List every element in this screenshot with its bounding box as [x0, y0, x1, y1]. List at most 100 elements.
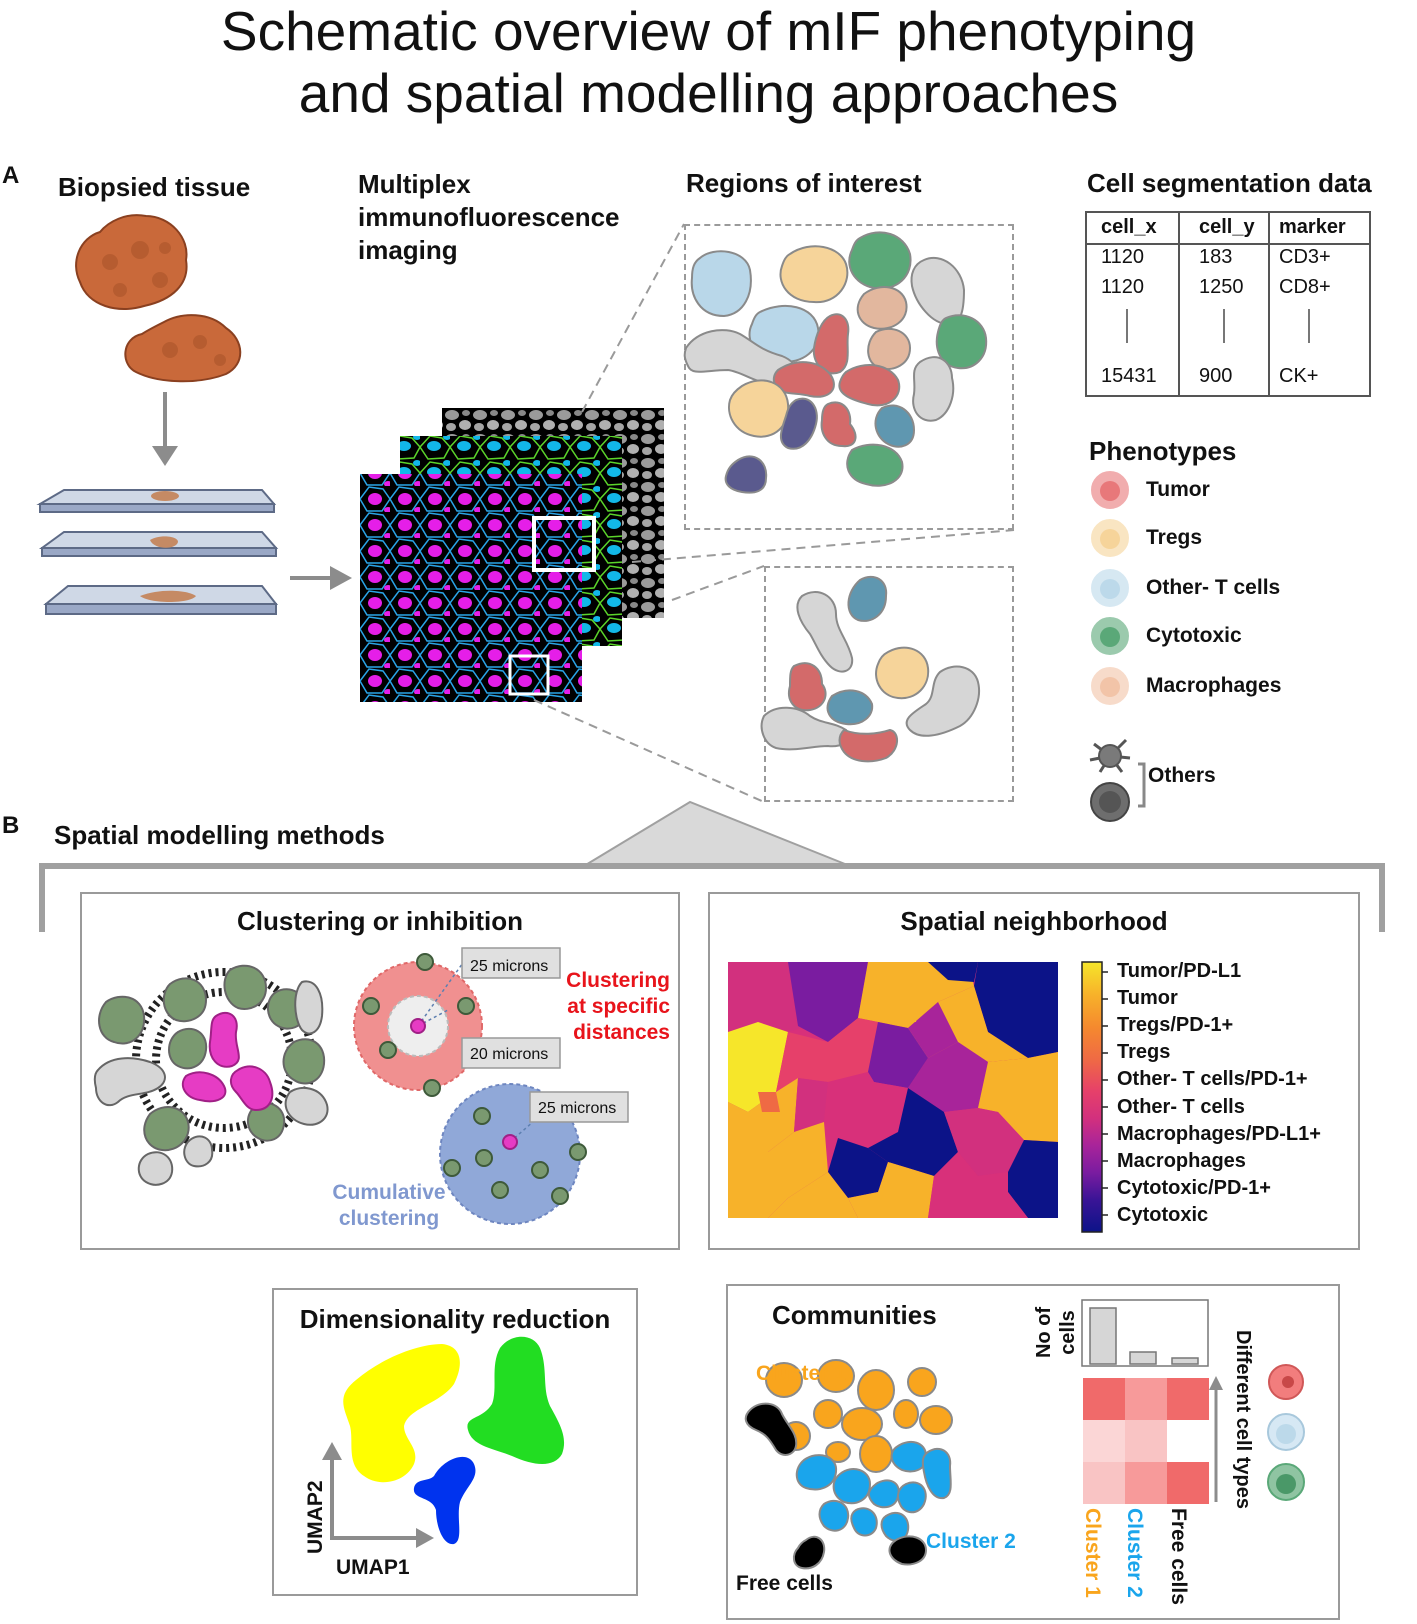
cluster-1-cells [765, 1359, 953, 1473]
biopsy-tissue-icon [75, 214, 242, 383]
mif-line-1: Multiplex [358, 169, 471, 199]
t-cell-icon [1267, 1413, 1305, 1451]
specific-line-2: at specific [567, 995, 670, 1018]
table-cell: CD3+ [1279, 246, 1331, 268]
phenotypes-title: Phenotypes [1089, 436, 1237, 466]
down-arrow-icon [152, 392, 178, 466]
clustering-illustration [93, 947, 629, 1225]
cytotoxic-cell-icon [1267, 1463, 1305, 1501]
phenotype-label: Tumor [1146, 478, 1210, 501]
micron-callouts [461, 947, 629, 1123]
glass-slides-icon [36, 489, 279, 615]
tumor-cell-icon [1268, 1364, 1304, 1400]
roi-2-cells [760, 575, 980, 763]
cumulative-line-2: clustering [338, 1207, 440, 1230]
neighborhood-map [728, 962, 1058, 1218]
mif-image-stack [360, 408, 664, 702]
colorbar-label: Tumor/PD-L1 [1117, 960, 1242, 982]
table-cell: 900 [1199, 365, 1233, 387]
specific-line-1: Clustering [566, 969, 670, 992]
cell-seg-label: Cell segmentation data [1087, 168, 1372, 198]
phenotype-cell-icon [1091, 617, 1129, 655]
panel-b-letter: B [2, 812, 20, 839]
colorbar-label: Macrophages [1117, 1149, 1246, 1172]
umap-axes-icon [322, 1442, 434, 1548]
title-line-1: Schematic overview of mIF phenotyping [220, 0, 1197, 62]
table-cell: 15431 [1101, 365, 1157, 387]
no-of-line: No of [1033, 1306, 1055, 1358]
phenotype-cell-icon [1091, 667, 1129, 705]
table-cell: 183 [1199, 246, 1233, 268]
colorbar-label: Tumor [1117, 987, 1178, 1010]
phenotype-legend-item: Other- T cells [1090, 568, 1280, 608]
phenotype-legend-item: Tregs [1090, 518, 1202, 558]
phenotype-cell-icon [1091, 519, 1129, 557]
cell-segmentation-table: cell_x cell_y marker 1120 183 CD3+ 1120 … [1085, 211, 1371, 397]
cumulative-label: Cumulative clustering [330, 1180, 448, 1232]
biopsied-tissue-label: Biopsied tissue [58, 172, 251, 202]
colorbar-label: Tregs [1117, 1041, 1171, 1064]
generic-cell-icon [1090, 782, 1130, 822]
cumulative-line-1: Cumulative [332, 1181, 446, 1204]
cell-type-icons [1267, 1364, 1305, 1501]
micron-label-25a: 25 microns [470, 958, 549, 975]
right-arrow-icon [290, 566, 352, 590]
table-ellipsis-line [1223, 309, 1225, 343]
heatmap-col-free-cells: Free cells [1167, 1508, 1190, 1605]
table-header-rule [1087, 243, 1369, 245]
colorbar-label: Macrophages/PD-L1+ [1117, 1122, 1321, 1145]
bar-cluster-2 [1129, 1351, 1157, 1365]
community-composition-chart [1081, 1299, 1305, 1504]
roi-box-1 [684, 224, 1014, 530]
phenotype-legend-item: Macrophages [1090, 666, 1281, 706]
phenotype-label: Other- T cells [1146, 576, 1281, 599]
heatmap [1083, 1378, 1209, 1504]
micron-label-25b: 25 microns [538, 1100, 617, 1117]
table-cell: CK+ [1279, 365, 1319, 387]
roi-box-2 [764, 566, 1014, 802]
table-ellipsis-line [1126, 309, 1128, 343]
colorbar-label: Other- T cells/PD-1+ [1117, 1068, 1308, 1091]
phenotype-label: Macrophages [1146, 674, 1282, 697]
clustering-title: Clustering or inhibition [237, 906, 523, 936]
bar-cluster-1 [1089, 1307, 1117, 1365]
micron-label-20: 20 microns [470, 1046, 549, 1063]
panel-a-letter: A [2, 162, 20, 189]
figure-title: Schematic overview of mIF phenotyping an… [0, 0, 1417, 124]
umap2-label: UMAP2 [304, 1480, 327, 1554]
table-cell: 1120 [1101, 246, 1145, 268]
roi-label: Regions of interest [686, 168, 922, 198]
table-col-rule-2 [1268, 213, 1270, 395]
cells-line: cells [1057, 1310, 1079, 1355]
no-of-cells-label: No of cells [1032, 1307, 1080, 1358]
table-cell: 1120 [1101, 276, 1145, 298]
heatmap-col-cluster-1: Cluster 1 [1081, 1508, 1104, 1598]
table-cell: 1250 [1199, 276, 1244, 298]
cluster-2-label: Cluster 2 [926, 1530, 1016, 1553]
table-header-cell-x: cell_x [1101, 216, 1157, 238]
phenotype-label: Cytotoxic [1146, 624, 1242, 647]
free-cells [744, 1402, 928, 1570]
free-cells-label: Free cells [736, 1572, 833, 1595]
mif-label: Multiplex immunofluorescence imaging [358, 168, 620, 267]
mif-line-3: imaging [358, 235, 458, 265]
title-line-2: and spatial modelling approaches [298, 62, 1119, 124]
neighborhood-colorbar [1081, 961, 1108, 1233]
others-icons [1089, 738, 1146, 822]
others-bracket [1138, 762, 1146, 808]
phenotype-cell-icon [1091, 471, 1129, 509]
colorbar-label: Cytotoxic [1117, 1203, 1209, 1226]
umap-clusters [343, 1336, 565, 1545]
dimred-box: Dimensionality reduction [272, 1288, 638, 1596]
heatmap-col-cluster-2: Cluster 2 [1123, 1508, 1146, 1598]
communities-cells [744, 1359, 953, 1570]
ripley-ring-cells [93, 964, 329, 1186]
specific-distances-label: Clustering at specific distances [556, 968, 670, 1046]
table-header-cell-y: cell_y [1199, 216, 1255, 238]
bar-free-cells [1171, 1357, 1199, 1365]
table-ellipsis-line [1308, 309, 1310, 343]
specific-distance-diagram [353, 953, 483, 1097]
